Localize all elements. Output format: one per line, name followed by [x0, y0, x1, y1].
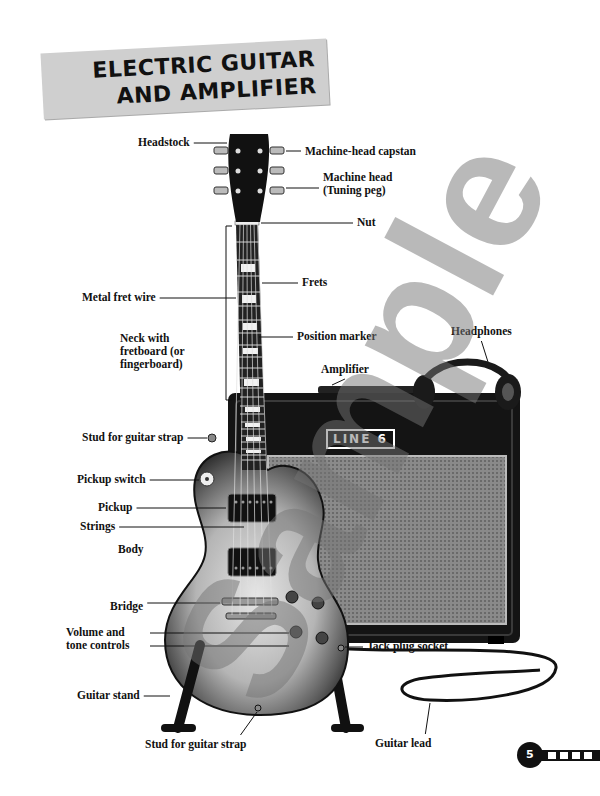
leader-line: [425, 703, 430, 734]
part-label: Pickup: [98, 501, 133, 514]
part-label: Position marker: [297, 330, 377, 343]
part-label: Headstock: [138, 136, 190, 149]
part-label: Stud for guitar strap: [145, 738, 247, 751]
leader-line: [481, 341, 488, 362]
part-label: Volume and tone controls: [66, 626, 146, 652]
guitar-drawing: [165, 134, 348, 715]
part-label: Nut: [357, 216, 376, 229]
leader-line: [241, 712, 258, 735]
part-label: Neck with fretboard (or fingerboard): [120, 332, 216, 371]
leader-line: [286, 151, 301, 152]
part-label: Jack plug socket: [367, 640, 448, 653]
part-label: Frets: [302, 276, 327, 289]
part-label: Amplifier: [321, 363, 369, 376]
page-title: ELECTRIC GUITAR AND AMPLIFIER: [40, 39, 329, 120]
leader-line: [262, 283, 298, 284]
part-label: Guitar lead: [375, 737, 431, 750]
leader-line: [286, 188, 319, 189]
part-label: Strings: [80, 520, 115, 533]
part-label: Metal fret wire: [82, 291, 156, 304]
leader-line: [332, 379, 345, 385]
leader-line: [188, 438, 208, 439]
leader-line: [345, 647, 363, 648]
part-label: Stud for guitar strap: [82, 431, 184, 444]
leader-line: [147, 603, 220, 604]
leader-line: [150, 646, 289, 647]
part-label: Bridge: [110, 600, 143, 613]
part-label: Guitar stand: [77, 689, 140, 702]
leader-line: [261, 223, 353, 224]
leader-line: [144, 696, 170, 697]
headphones-drawing: [413, 362, 521, 410]
part-label: Headphones: [451, 325, 512, 338]
guitar-lead-cable: [340, 648, 556, 700]
brand-logo: LINE 6: [326, 429, 395, 449]
guitar-stand: [165, 645, 360, 728]
neck-bracket: [226, 226, 232, 400]
page-number: 5: [526, 749, 534, 761]
leader-line: [259, 337, 293, 338]
leader-line: [150, 480, 199, 481]
watermark: Sample: [143, 113, 577, 727]
part-label: Pickup switch: [77, 473, 146, 486]
page-icon: [517, 742, 600, 768]
part-label: Body: [118, 543, 144, 556]
part-label: Machine-head capstan: [305, 145, 416, 158]
leader-line: [150, 633, 289, 634]
leader-line: [119, 527, 244, 528]
leader-line: [160, 298, 236, 299]
leader-line: [194, 143, 227, 144]
part-label: Machine head (Tuning peg): [323, 171, 405, 197]
leader-line: [137, 508, 226, 509]
